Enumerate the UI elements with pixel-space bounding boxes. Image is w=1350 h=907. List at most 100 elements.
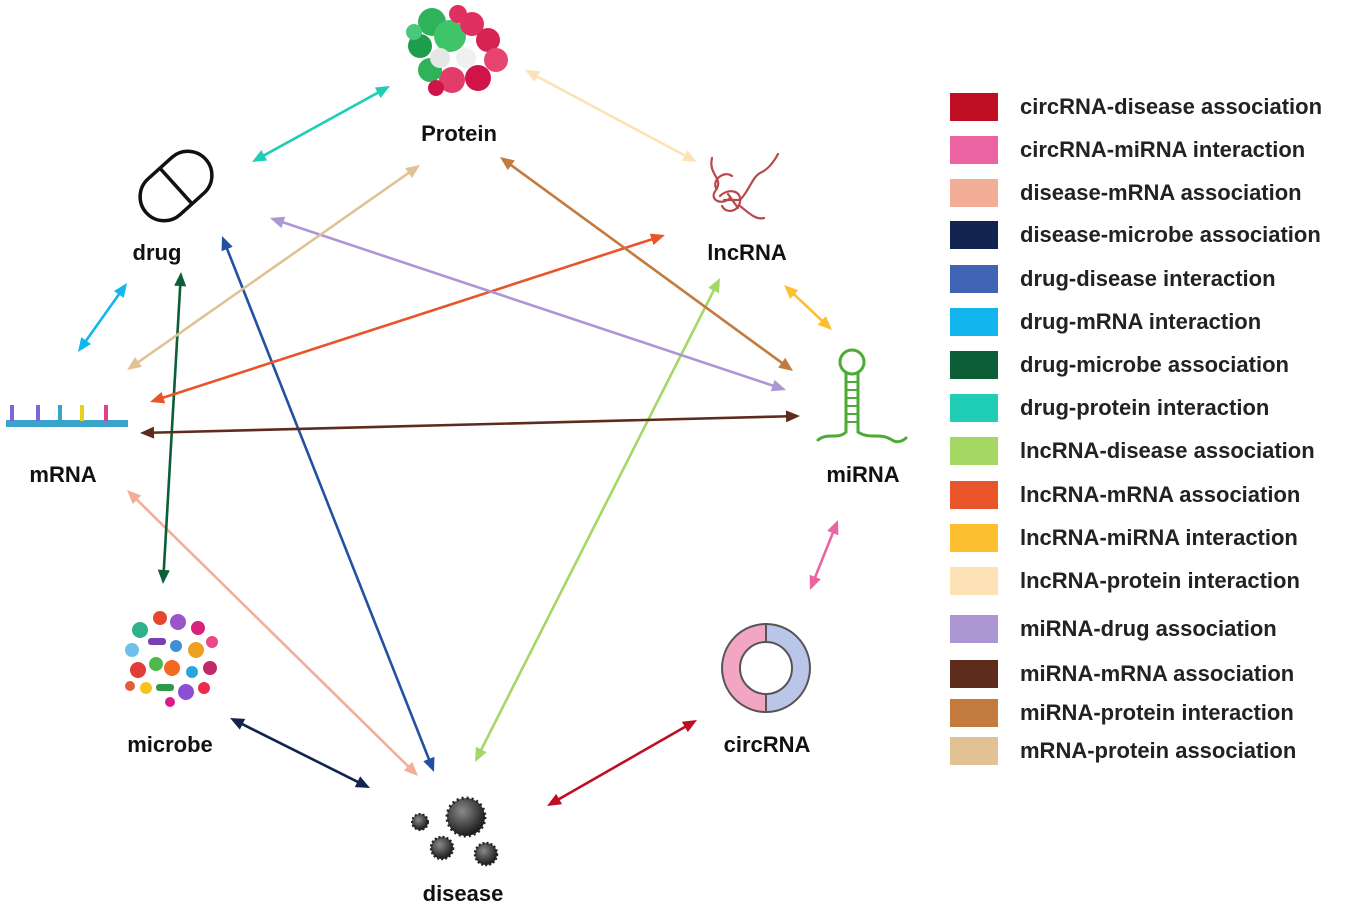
edge-arrowhead (500, 157, 515, 171)
edge-arrowhead (354, 776, 370, 788)
edge-line (82, 290, 123, 345)
legend-swatch (950, 221, 998, 249)
legend-item: lncRNA-protein interaction (950, 566, 1300, 596)
edge-line (260, 89, 382, 159)
edge-lncrna-mirna (784, 285, 832, 330)
legend-item: disease-mRNA association (950, 178, 1302, 208)
legend-item: miRNA-drug association (950, 614, 1277, 644)
legend-item: lncRNA-mRNA association (950, 480, 1300, 510)
node-label-protein: Protein (421, 121, 497, 146)
edge-lncrna-disease (475, 278, 720, 762)
legend-label: miRNA-mRNA association (1020, 661, 1295, 686)
legend-item: drug-protein interaction (950, 393, 1269, 423)
legend-item: miRNA-mRNA association (950, 659, 1294, 689)
legend-item: lncRNA-miRNA interaction (950, 523, 1298, 553)
node-label-mirna: miRNA (826, 462, 900, 487)
edge-line (238, 721, 362, 785)
disease-virus-icon (411, 796, 499, 867)
legend-label: disease-microbe association (1020, 222, 1321, 247)
legend-label: circRNA-miRNA interaction (1020, 137, 1306, 162)
legend-label: drug-protein interaction (1020, 395, 1270, 420)
node-label-lncrna: lncRNA (707, 240, 787, 265)
edge-arrowhead (174, 272, 187, 287)
legend-label: lncRNA-mRNA association (1020, 482, 1301, 507)
edge-disease-mrna (127, 490, 418, 776)
edge-arrowhead (114, 283, 127, 298)
edge-arrowhead (827, 520, 839, 536)
legend-label: lncRNA-miRNA interaction (1020, 525, 1298, 550)
edge-arrowhead (221, 236, 233, 252)
edge-arrowhead (405, 165, 420, 178)
edge-line (507, 161, 786, 367)
circrna-ring-icon (721, 622, 811, 714)
legend-swatch (950, 93, 998, 121)
edge-arrowhead (150, 391, 166, 404)
edge-line (162, 281, 182, 575)
edge-arrowhead (270, 216, 286, 229)
edge-arrowhead (770, 379, 786, 392)
legend-item: disease-microbe association (950, 220, 1321, 250)
mrna-icon (6, 405, 128, 427)
edge-mirna-drug (270, 216, 786, 392)
legend-swatch (950, 699, 998, 727)
legend-swatch (950, 524, 998, 552)
edge-line (533, 73, 689, 159)
edge-arrowhead (157, 569, 170, 584)
edge-arrowhead (708, 278, 720, 294)
edge-line (812, 528, 836, 582)
node-label-mrna: mRNA (29, 462, 97, 487)
legend-item: circRNA-miRNA interaction (950, 135, 1305, 165)
legend-label: drug-mRNA interaction (1020, 309, 1262, 334)
legend-swatch (950, 615, 998, 643)
edge-arrowhead (681, 720, 697, 733)
edge-arrowhead (525, 70, 541, 82)
legend-item: miRNA-protein interaction (950, 698, 1294, 728)
edge-line (224, 244, 432, 764)
edge-line (133, 496, 412, 770)
edge-arrowhead (403, 761, 418, 776)
lncrna-icon (710, 152, 780, 220)
edge-line (149, 414, 791, 435)
edge-drug-mrna (78, 283, 127, 352)
node-label-disease: disease (422, 881, 504, 906)
mirna-hairpin-icon (816, 348, 908, 444)
legend-label: miRNA-protein interaction (1020, 700, 1294, 725)
legend-label: lncRNA-disease association (1020, 438, 1315, 463)
edge-arrowhead (809, 574, 821, 590)
edge-arrowhead (140, 426, 155, 439)
legend-swatch (950, 437, 998, 465)
protein-icon (406, 5, 508, 96)
legend-item: mRNA-protein association (950, 736, 1296, 766)
legend-label: disease-mRNA association (1020, 180, 1302, 205)
legend-label: lncRNA-protein interaction (1020, 568, 1300, 593)
edge-circrna-disease (547, 720, 697, 806)
edge-drug-microbe (157, 272, 187, 584)
edge-line (555, 723, 689, 803)
edge-arrowhead (374, 86, 390, 99)
edge-arrowhead (127, 357, 142, 370)
edge-arrowhead (127, 490, 142, 505)
microbe-icon (125, 611, 218, 707)
legend-label: miRNA-drug association (1020, 616, 1277, 641)
node-label-circrna: circRNA (723, 732, 811, 757)
edge-arrowhead (230, 718, 246, 730)
edge-disease-microbe (230, 718, 370, 788)
edge-arrowhead (785, 410, 800, 423)
edge-arrowhead (475, 746, 487, 762)
legend-swatch (950, 737, 998, 765)
legend-label: drug-disease interaction (1020, 266, 1276, 291)
legend-item: drug-disease interaction (950, 264, 1276, 294)
edge-arrowhead (649, 233, 665, 246)
edge-arrowhead (817, 316, 832, 330)
edge-mrna-protein (127, 165, 420, 370)
edge-arrowhead (547, 793, 563, 806)
edges-layer (78, 70, 839, 806)
legend-label: circRNA-disease association (1020, 94, 1323, 119)
edge-line (478, 286, 717, 754)
edge-mirna-mrna (140, 410, 800, 439)
edge-arrowhead (778, 357, 793, 371)
edge-arrowhead (784, 285, 799, 299)
legend-swatch (950, 308, 998, 336)
legend-swatch (950, 660, 998, 688)
edge-arrowhead (681, 150, 697, 162)
